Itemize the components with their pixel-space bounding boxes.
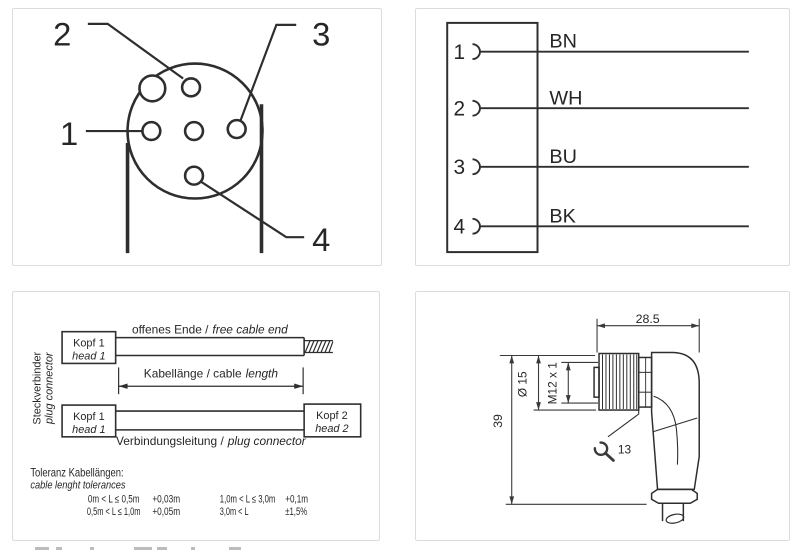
wire-3-pin: 3 (453, 156, 465, 179)
dimension-drawing: 28.5 39 Ø 15 M12 x 1 13 (491, 312, 700, 524)
head1-top-label-en: head 1 (72, 350, 105, 362)
tol-r2-range2: 3,0m < L (220, 506, 249, 518)
cable-end (665, 513, 685, 524)
dimension-lines (499, 318, 700, 505)
wire-4-color: BK (549, 205, 575, 227)
dim-arrow-left (118, 383, 128, 389)
dimension-panel: 28.5 39 Ø 15 M12 x 1 13 (415, 291, 790, 541)
stripped-wire-strands (304, 340, 334, 354)
cable-length-panel: Steckverbinder plug connector Kopf 1 hea… (12, 291, 380, 541)
wiring-panel: 1 2 3 4 BN WH BU BK (415, 8, 790, 266)
tol-r2-value2: ±1,5% (285, 506, 307, 518)
head1-top-label-de: Kopf 1 (73, 338, 105, 350)
pin-1 (141, 120, 162, 142)
connector-face-drawing (85, 22, 305, 254)
wire-1-color: BN (549, 31, 577, 53)
plug-to-plug-cable-drawing (61, 403, 362, 438)
connection-label: Verbindungsleitung /plug connector (116, 434, 307, 448)
free-end-cable-drawing (61, 330, 334, 365)
wire-2-color: WH (549, 87, 582, 109)
pinout-diagram: 2 3 1 4 (53, 16, 330, 258)
wiring-diagram: 1 2 3 4 BN WH BU BK (446, 21, 749, 254)
side-label-de: Steckverbinder (31, 351, 43, 424)
pin-2-label: 2 (53, 16, 71, 53)
tolerance-subtitle: cable lenght tolerances (30, 479, 126, 491)
cable-length-dimension (118, 367, 304, 395)
dimension-arrows (509, 323, 700, 505)
tol-r1-range: 0m < L ≤ 0,5m (88, 493, 140, 505)
tolerance-title: Toleranz Kabellängen: (30, 466, 123, 480)
knurled-nut (598, 352, 640, 411)
head2-label-en: head 2 (315, 423, 348, 435)
free-end-label: offenes Ende /free cable end (132, 323, 288, 337)
wire-3-color: BU (549, 146, 577, 168)
cutoff-text-fragment (35, 547, 241, 551)
pin-3-label: 3 (312, 16, 330, 53)
keyway-notch (138, 74, 167, 103)
head2-label-de: Kopf 2 (316, 410, 348, 422)
tolerance-table: 0m < L ≤ 0,5m +0,03m 1,0m < L ≤ 3,0m +0,… (87, 493, 308, 518)
wire-4-pin: 4 (453, 216, 465, 239)
height-dimension-label: 39 (491, 414, 505, 428)
wrench-leader-line (607, 399, 640, 438)
thread-dimension-label: M12 x 1 (545, 362, 559, 405)
wire-2-pin: 2 (453, 98, 465, 121)
tol-r2-value: +0,05m (152, 506, 180, 518)
width-dimension-label: 28.5 (636, 312, 660, 326)
pin-3 (226, 118, 247, 140)
collar (637, 356, 653, 408)
wires (472, 43, 749, 235)
wrench-icon (593, 441, 615, 462)
connector-body-outline (446, 21, 539, 254)
pin-2 (180, 77, 202, 98)
pin-4 (183, 165, 205, 186)
tol-r1-range2: 1,0m < L ≤ 3,0m (220, 493, 276, 505)
pin-4-label: 4 (312, 221, 330, 258)
cable-gland (650, 488, 698, 505)
cable-length-diagram: Steckverbinder plug connector Kopf 1 hea… (30, 323, 362, 518)
pin-center (183, 120, 205, 142)
diameter-dimension-label: Ø 15 (516, 371, 530, 397)
wire-1-pin: 1 (453, 41, 465, 64)
wrench-size-label: 13 (618, 443, 632, 457)
head1-bottom-label-en: head 1 (72, 424, 105, 436)
pin-1-label: 1 (60, 115, 78, 152)
pin-leader-lines (85, 22, 305, 239)
angled-connector-drawing (593, 351, 700, 524)
contact-pins (141, 77, 247, 186)
side-label-en: plug connector (44, 352, 56, 425)
knurl-ridges (602, 354, 638, 410)
tol-r1-value2: +0,1m (285, 493, 308, 505)
tol-r2-range: 0,5m < L ≤ 1,0m (87, 506, 141, 518)
dim-arrow-right (294, 383, 304, 389)
tol-r1-value: +0,03m (152, 493, 180, 505)
pinout-panel: 2 3 1 4 (12, 8, 382, 266)
head1-bottom-label-de: Kopf 1 (73, 411, 105, 423)
